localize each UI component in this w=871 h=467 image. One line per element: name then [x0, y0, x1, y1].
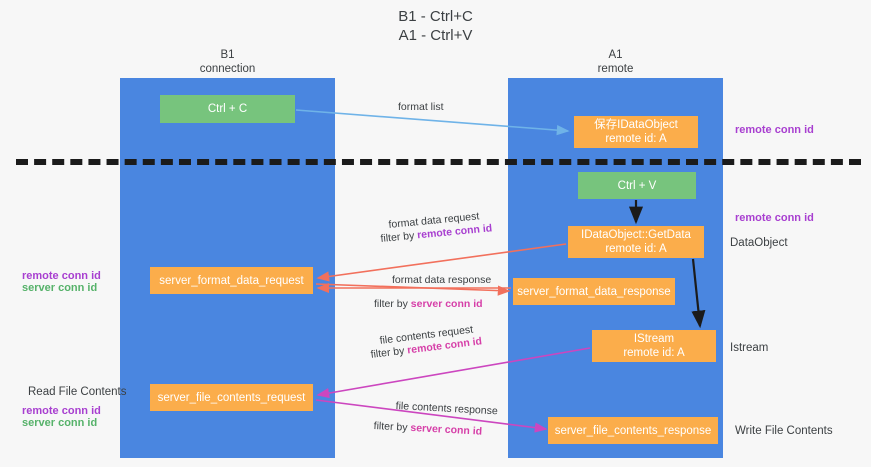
edge-label-format-list: format list	[398, 101, 444, 113]
node-istream[interactable]: IStream remote id: A	[592, 330, 716, 362]
annotation-left-remote-conn-id-mid: remote conn id	[22, 270, 101, 282]
filter-prefix: filter by	[374, 298, 411, 310]
node-ctrl-c-label: Ctrl + C	[207, 103, 248, 115]
node-server-format-data-response[interactable]: server_format_data_response	[513, 278, 675, 305]
title-line-1: B1 - Ctrl+C	[398, 8, 473, 25]
node-server-format-data-request-label: server_format_data_request	[159, 274, 304, 287]
node-istream-title: IStream	[633, 333, 675, 345]
filter-prefix: filter by	[373, 420, 411, 434]
filter-prefix: filter by	[370, 344, 408, 361]
edge-label-file-contents-response-filter: filter by server conn id	[373, 420, 482, 439]
lane-header-a1-role: remote	[597, 63, 634, 75]
lane-header-b1-role: connection	[199, 63, 256, 75]
annotation-left-server-conn-id-bot: server conn id	[22, 417, 98, 429]
node-getdata-title: IDataObject::GetData	[581, 229, 691, 241]
annotation-remote-conn-id-top: remote conn id	[735, 124, 814, 136]
node-ctrl-c[interactable]: Ctrl + C	[160, 95, 295, 123]
node-istream-remote-id: remote id: A	[623, 347, 685, 359]
annotation-left-remote-conn-id-bot: remote conn id	[22, 405, 101, 417]
node-getdata-remote-id: remote id: A	[605, 243, 667, 255]
node-idataobject-getdata[interactable]: IDataObject::GetData remote id: A	[568, 226, 704, 258]
lane-header-b1: B1 connection	[120, 48, 335, 76]
edge-label-file-contents-response: file contents response	[395, 400, 499, 418]
lane-header-b1-name: B1	[220, 49, 235, 61]
node-server-file-contents-request[interactable]: server_file_contents_request	[150, 384, 313, 411]
filter-prefix: filter by	[380, 229, 418, 245]
annotation-read-file-contents: Read File Contents	[28, 386, 127, 398]
filter-key-server-conn-id: server conn id	[410, 421, 483, 438]
annotation-write-file-contents: Write File Contents	[735, 425, 833, 437]
node-server-file-contents-request-label: server_file_contents_request	[157, 391, 306, 404]
lane-header-a1: A1 remote	[508, 48, 723, 76]
lane-header-a1-name: A1	[608, 49, 623, 61]
node-idataobject-remote-id: remote id: A	[605, 133, 667, 145]
edge-label-format-data-response: format data response	[392, 274, 492, 286]
node-idataobject[interactable]: 保存IDataObject remote id: A	[574, 116, 698, 148]
annotation-istream: Istream	[730, 342, 769, 354]
node-ctrl-v[interactable]: Ctrl + V	[578, 172, 696, 199]
node-server-file-contents-response-label: server_file_contents_response	[554, 424, 712, 437]
node-server-format-data-response-label: server_format_data_response	[517, 285, 671, 298]
annotation-left-server-conn-id-mid: server conn id	[22, 282, 98, 294]
node-server-file-contents-response[interactable]: server_file_contents_response	[548, 417, 718, 444]
edge-label-format-data-response-filter: filter by server conn id	[374, 298, 483, 311]
node-idataobject-title: 保存IDataObject	[594, 119, 678, 131]
node-server-format-data-request[interactable]: server_format_data_request	[150, 267, 313, 294]
filter-key-server-conn-id: server conn id	[410, 298, 483, 310]
annotation-remote-conn-id-mid: remote conn id	[735, 212, 814, 224]
phase-divider	[16, 159, 861, 165]
annotation-dataobject: DataObject	[730, 237, 788, 249]
title-line-2: A1 - Ctrl+V	[398, 27, 473, 44]
node-ctrl-v-label: Ctrl + V	[617, 179, 657, 192]
page-title: B1 - Ctrl+C A1 - Ctrl+V	[0, 7, 871, 45]
